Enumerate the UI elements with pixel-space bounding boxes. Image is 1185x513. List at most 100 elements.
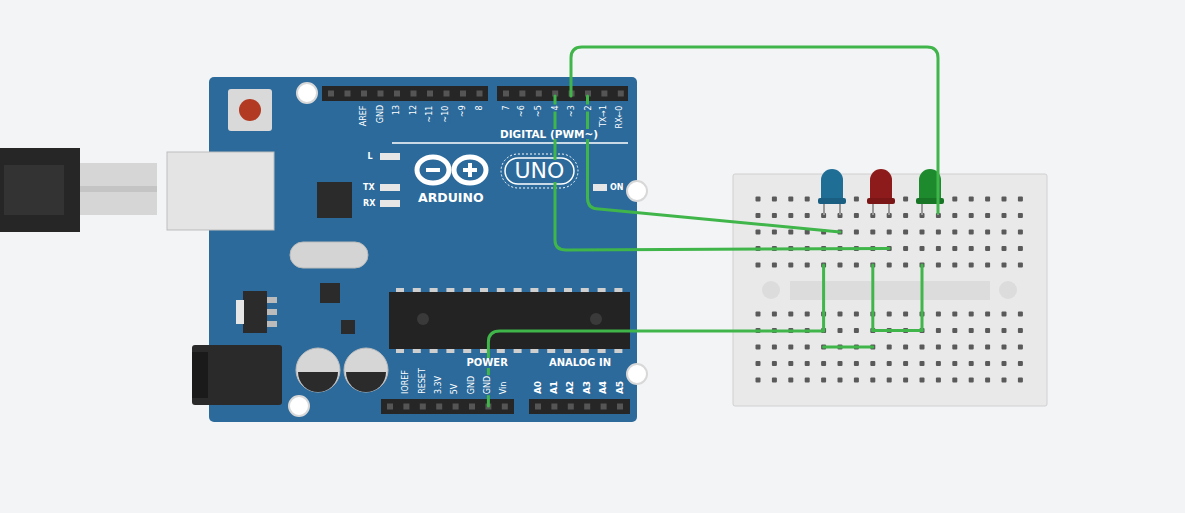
pin-label: GND — [377, 104, 385, 124]
regulator-pin — [267, 297, 277, 303]
chip-pin — [497, 288, 505, 292]
header-pin — [328, 91, 334, 97]
header-pin — [469, 404, 475, 410]
breadboard-hole — [969, 197, 974, 202]
breadboard-hole — [838, 263, 843, 268]
breadboard-hole — [772, 312, 777, 317]
breadboard-hole — [952, 312, 957, 317]
breadboard-hole — [805, 197, 810, 202]
header-pin — [601, 404, 607, 410]
breadboard-hole — [887, 312, 892, 317]
breadboard-hole — [756, 263, 761, 268]
wire — [822, 265, 825, 331]
chip-pin — [614, 288, 622, 292]
led-blue — [818, 169, 846, 215]
pin-label: 13 — [393, 104, 401, 116]
breadboard-hole — [854, 197, 859, 202]
breadboard-hole — [870, 378, 875, 383]
status-led — [380, 184, 400, 191]
breadboard-hole — [821, 378, 826, 383]
chip-pin — [480, 349, 488, 353]
breadboard-hole — [952, 263, 957, 268]
breadboard-hole — [936, 230, 941, 235]
usb-plug-face — [4, 165, 64, 215]
breadboard-hole — [920, 345, 925, 350]
breadboard-hole — [788, 345, 793, 350]
breadboard-hole — [1002, 230, 1007, 235]
header-pin — [411, 91, 417, 97]
breadboard-hole — [969, 328, 974, 333]
breadboard-hole — [952, 378, 957, 383]
pin-label: 8 — [476, 104, 484, 111]
led-label: L — [367, 153, 374, 161]
breadboard-hole — [854, 263, 859, 268]
chip-pin — [547, 288, 555, 292]
regulator-pin — [267, 321, 277, 327]
breadboard-hole — [788, 213, 793, 218]
breadboard-hole — [1018, 246, 1023, 251]
mounting-hole — [289, 396, 309, 416]
led-red — [867, 169, 895, 215]
header-pin — [436, 404, 442, 410]
breadboard-hole — [1002, 213, 1007, 218]
breadboard-hole — [1002, 345, 1007, 350]
chip-pin — [396, 288, 404, 292]
mounting-hole — [627, 181, 647, 201]
breadboard-hole — [985, 197, 990, 202]
breadboard-hole — [985, 361, 990, 366]
small-chip — [341, 320, 355, 334]
crystal — [290, 242, 368, 268]
pin-label: Vin — [501, 380, 509, 395]
pin-label: AREF — [360, 104, 368, 127]
pin-header — [529, 399, 630, 414]
breadboard-notch — [762, 281, 780, 299]
breadboard-hole — [936, 328, 941, 333]
power-jack — [192, 345, 282, 405]
header-title: DIGITAL (PWM~) — [499, 129, 599, 140]
header-pin — [601, 91, 607, 97]
breadboard-hole — [903, 263, 908, 268]
breadboard-hole — [903, 246, 908, 251]
led-green — [916, 169, 944, 215]
breadboard-hole — [936, 263, 941, 268]
header-pin — [403, 404, 409, 410]
header-pin — [617, 404, 623, 410]
pin-header — [322, 86, 488, 101]
breadboard-hole — [903, 197, 908, 202]
breadboard-hole — [1002, 197, 1007, 202]
uno-pill — [501, 154, 578, 188]
led-label: RX — [362, 200, 376, 208]
header-pin — [536, 91, 542, 97]
breadboard-hole — [920, 246, 925, 251]
wire — [824, 346, 873, 349]
regulator-pin — [267, 309, 277, 315]
usb-jack — [167, 152, 274, 230]
breadboard-hole — [870, 361, 875, 366]
chip-pin — [497, 349, 505, 353]
breadboard-hole — [936, 378, 941, 383]
pin-label: A1 — [550, 380, 559, 395]
breadboard-hole — [985, 230, 990, 235]
breadboard-hole — [903, 312, 908, 317]
pin-label: A2 — [566, 380, 575, 395]
breadboard-hole — [1018, 213, 1023, 218]
header-pin — [453, 404, 459, 410]
breadboard-hole — [1002, 328, 1007, 333]
breadboard-hole — [788, 197, 793, 202]
chip-pin — [413, 349, 421, 353]
breadboard-hole — [772, 197, 777, 202]
breadboard-hole — [1018, 197, 1023, 202]
breadboard-hole — [788, 312, 793, 317]
chip-pin — [446, 349, 454, 353]
breadboard-hole — [756, 345, 761, 350]
chip-pin — [430, 349, 438, 353]
breadboard-hole — [936, 345, 941, 350]
breadboard-hole — [788, 263, 793, 268]
breadboard-hole — [952, 197, 957, 202]
breadboard-hole — [1018, 230, 1023, 235]
header-pin — [420, 404, 426, 410]
usb-connector-ridge — [80, 186, 157, 192]
wire — [488, 331, 823, 406]
pin-label: IOREF — [402, 369, 410, 395]
